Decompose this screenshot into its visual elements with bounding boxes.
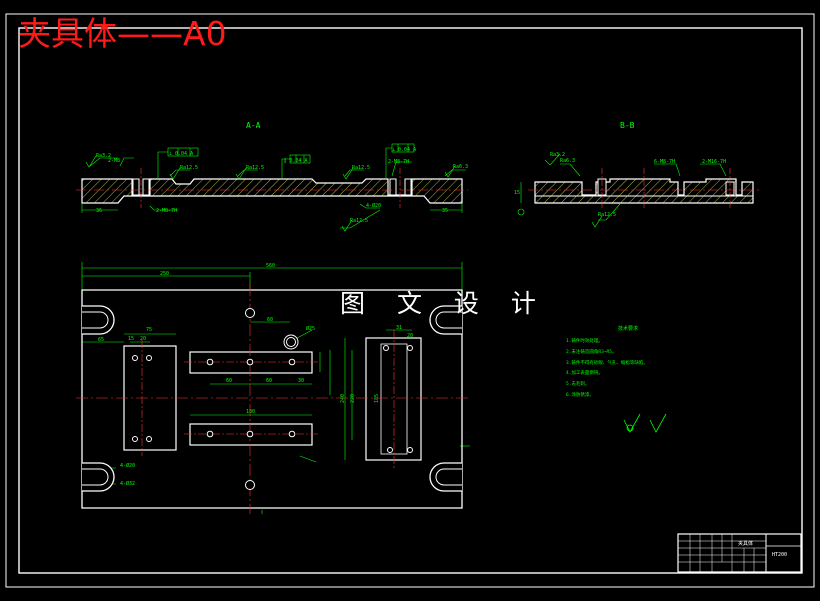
aa-dim-2: 35 [442, 208, 448, 214]
aa-tol-2: ∥ 0.04 A [284, 158, 308, 164]
u-slot-top-left-inner [82, 311, 109, 329]
hole-left-3 [132, 436, 138, 442]
hole-right-2 [407, 345, 413, 351]
bb-ra-2: Ra6.3 [560, 158, 575, 164]
title-block: 夹具体 HT200 [677, 533, 802, 573]
notes-heading: 技术要求 [618, 325, 638, 332]
plan-dim-pitch-b: 60 [266, 378, 272, 384]
plan-plate-outline [81, 289, 463, 509]
section-aa: A-A [76, 121, 468, 232]
section-aa-hole-2 [142, 178, 150, 196]
hole-left-2 [146, 355, 152, 361]
aa-ra-2: Ra12.5 [180, 165, 198, 171]
hole-slot-top-3 [288, 358, 296, 366]
hole-main-top [245, 308, 255, 318]
aa-ra-5: Ra6.3 [453, 164, 468, 170]
u-slot-top-left [82, 305, 115, 335]
aa-callout-1: 2-M8 [108, 158, 120, 164]
section-bb-label: B-B [620, 121, 635, 130]
plan-dim-block-hole-a: 15 [128, 336, 134, 342]
notes-item-3: 3.铸件不得有砂眼、气孔、缩松等缺陷。 [566, 359, 648, 366]
section-bb: B-B 15 Ra3.2 Ra6.3 Ra12.5 6-M8-7H 2-M16-… [514, 121, 760, 228]
hole-slot-top-2 [246, 358, 254, 366]
plan-dim-hole-pattern-b: 4-Ø32 [120, 480, 135, 487]
bb-ra-3: Ra12.5 [598, 212, 616, 218]
plan-view: 560 250 65 75 15 20 60 60 60 30 180 31 2… [76, 262, 470, 514]
section-bb-outline [534, 178, 754, 204]
plan-dim-hole-pattern: 4-Ø20 [120, 462, 135, 469]
inner-frame [18, 27, 803, 574]
section-aa-hole-1 [132, 178, 140, 196]
plan-dim-slot-offset: 65 [98, 337, 104, 343]
plan-dim-hole-dia: Ø25 [306, 325, 315, 332]
aa-tol-3: ⊥ 0.04 A [392, 147, 416, 153]
hole-right-4 [407, 447, 413, 453]
notes-item-6: 6.涂防锈漆。 [566, 391, 594, 398]
hole-left-1 [132, 355, 138, 361]
plan-dim-pitch-a: 60 [226, 378, 232, 384]
u-slot-bottom-right [429, 462, 462, 492]
aa-callout-3: 4-Ø20 [366, 202, 381, 209]
aa-tol-1: ⊥ 0.04 A [169, 151, 193, 157]
hole-slot-bottom-3 [288, 430, 296, 438]
notes-item-2: 2.未注铸造圆角R3~R5。 [566, 348, 616, 355]
hole-main-bottom [245, 480, 255, 490]
plan-dim-right-a: 31 [396, 325, 402, 331]
bb-ra-1: Ra3.2 [550, 152, 565, 158]
plan-dim-height-a: 240 [340, 394, 346, 403]
plan-dim-block-hole-b: 20 [140, 336, 146, 342]
plan-dim-lower-slot: 180 [246, 409, 255, 415]
plan-dim-top-slot: 60 [267, 317, 273, 323]
aa-dim-1: 36 [96, 208, 102, 214]
bottom-slot-bar [189, 423, 313, 446]
notes-item-5: 5.去毛刺。 [566, 380, 589, 387]
plan-dim-right-b: 20 [407, 333, 413, 339]
plan-dim-half: 250 [160, 271, 169, 277]
plan-dim-block-width: 75 [146, 327, 152, 333]
top-slot-bar [189, 351, 313, 374]
watermark-text: 图 文 设 计 [340, 289, 548, 318]
hole-slot-top-1 [206, 358, 214, 366]
hole-bushing-inner [286, 337, 296, 347]
hole-slot-bottom-2 [246, 430, 254, 438]
hole-right-1 [383, 345, 389, 351]
u-slot-bottom-left [82, 462, 115, 492]
aa-ra-3: Ra12.5 [246, 165, 264, 171]
outer-frame [5, 13, 815, 588]
aa-ra-6: Ra12.5 [350, 218, 368, 224]
u-slot-top-right-inner [435, 311, 462, 329]
aa-ra-4: Ra12.5 [352, 165, 370, 171]
drawing-title: 夹具体——A0 [18, 14, 227, 53]
section-aa-label: A-A [246, 121, 261, 130]
hole-right-3 [387, 447, 393, 453]
plan-dim-overall: 560 [266, 263, 275, 269]
bb-dim-1: 15 [514, 190, 520, 196]
right-locating-block [365, 337, 422, 461]
u-slot-bottom-right-inner [435, 468, 462, 486]
section-aa-hole-4 [404, 178, 412, 196]
notes-item-1: 1.铸件时效处理。 [566, 337, 603, 344]
aa-callout-2: 2-M8-7H [156, 208, 177, 214]
hole-slot-bottom-1 [206, 430, 214, 438]
bb-callout-1: 6-M8-7H [654, 159, 675, 165]
notes-item-4: 4.加工表面倒钝。 [566, 369, 603, 376]
section-aa-hole-3 [389, 178, 397, 196]
u-slot-bottom-left-inner [82, 468, 109, 486]
title-block-material: HT200 [772, 552, 787, 558]
title-block-drawing-name: 夹具体 [738, 540, 753, 547]
plan-dim-height-b: 220 [350, 394, 356, 403]
plan-dim-slot-end: 30 [298, 378, 304, 384]
u-slot-top-right [429, 305, 462, 335]
aa-ra-1: Ra3.2 [96, 153, 111, 159]
plan-dim-height-c: 185 [374, 394, 380, 403]
section-aa-outline [81, 178, 463, 204]
technical-notes: 技术要求 1.铸件时效处理。 2.未注铸造圆角R3~R5。 3.铸件不得有砂眼、… [566, 325, 667, 433]
aa-callout-4: 2-M8-7H [388, 159, 409, 165]
bb-callout-2: 2-M16-7H [702, 159, 726, 165]
hole-left-4 [146, 436, 152, 442]
